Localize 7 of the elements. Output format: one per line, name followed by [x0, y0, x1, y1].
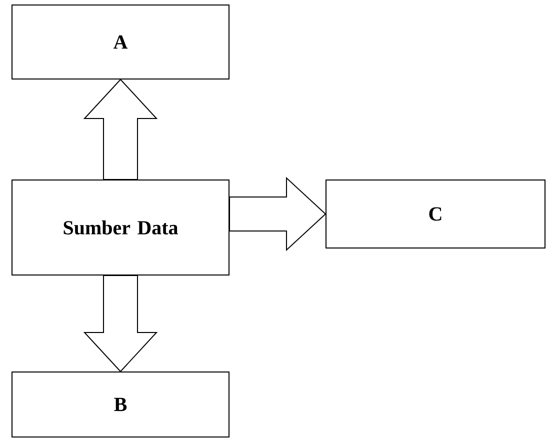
process-box: B — [12, 371, 230, 438]
process-box: C — [326, 180, 546, 248]
block-arrow — [83, 275, 158, 372]
process-box: A — [12, 4, 230, 80]
block-arrow — [83, 78, 158, 180]
process-box: Sumber Data — [12, 180, 230, 276]
block-arrow — [229, 176, 326, 252]
